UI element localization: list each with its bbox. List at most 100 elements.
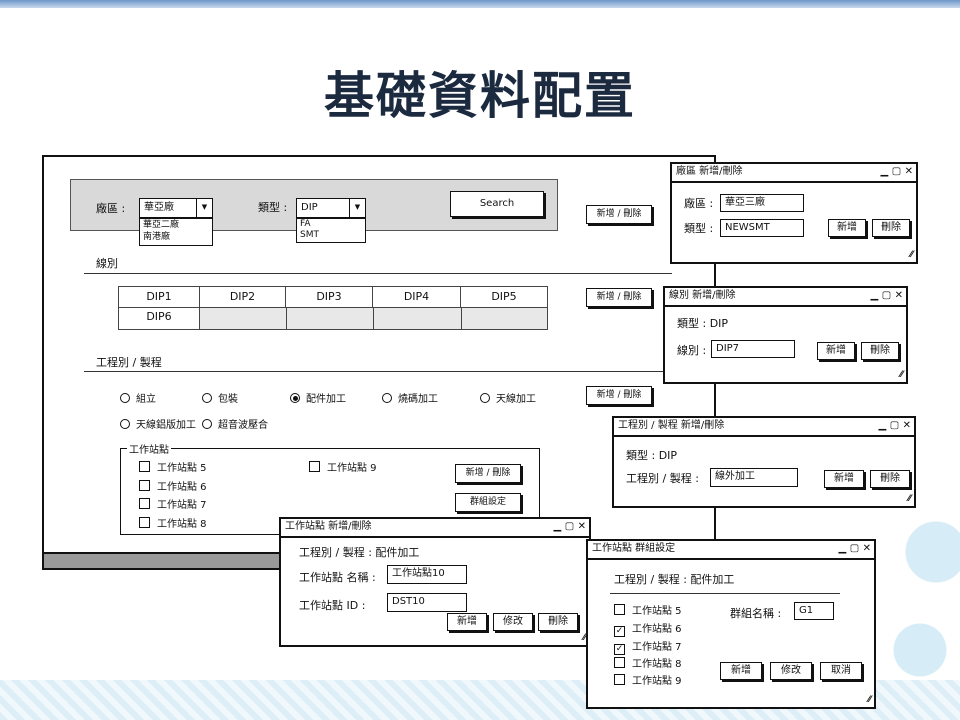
process-option[interactable]: 天線鋁版加工 bbox=[120, 416, 196, 431]
checkbox-icon[interactable] bbox=[139, 517, 150, 528]
type-text: 類型 : DIP bbox=[677, 317, 729, 330]
process-add-delete-button[interactable]: 新增 / 刪除 bbox=[586, 386, 652, 405]
top-accent-bar bbox=[0, 0, 960, 8]
chevron-down-icon[interactable]: ▼ bbox=[349, 199, 365, 217]
checkbox-icon[interactable] bbox=[309, 461, 320, 472]
station-group-legend: 工作站點 bbox=[127, 441, 171, 456]
resize-grip-icon[interactable]: ⁄⁄ bbox=[899, 370, 903, 380]
add-button[interactable]: 新增 bbox=[447, 613, 487, 631]
type-option[interactable]: SMT bbox=[300, 230, 319, 240]
process-option-label: 組立 bbox=[136, 394, 156, 405]
group-station-checkbox[interactable]: 工作站點 9 bbox=[614, 672, 682, 687]
process-option[interactable]: 配件加工 bbox=[290, 390, 346, 405]
search-button[interactable]: Search bbox=[450, 191, 544, 217]
checkbox-checked-icon[interactable]: ✓ bbox=[614, 644, 625, 655]
radio-icon[interactable] bbox=[202, 393, 212, 403]
process-option-label: 包裝 bbox=[218, 394, 238, 405]
process-option[interactable]: 超音波壓合 bbox=[202, 416, 268, 431]
resize-grip-icon[interactable]: ⁄⁄ bbox=[582, 633, 586, 643]
line-cell[interactable]: DIP1 bbox=[119, 287, 200, 307]
line-cell[interactable]: DIP6 bbox=[119, 307, 200, 329]
resize-grip-icon[interactable]: ⁄⁄ bbox=[907, 494, 911, 504]
window-controls-icon[interactable]: ▁ ▢ ✕ bbox=[870, 290, 903, 301]
add-button[interactable]: 新增 bbox=[824, 470, 864, 488]
type-select[interactable]: DIP ▼ bbox=[296, 198, 366, 218]
group-settings-button[interactable]: 群組設定 bbox=[455, 493, 521, 512]
window-controls-icon[interactable]: ▁ ▢ ✕ bbox=[880, 166, 913, 177]
line-cell[interactable]: DIP2 bbox=[200, 287, 286, 307]
station-id-input[interactable]: DST10 bbox=[387, 593, 467, 612]
station-name-input[interactable]: 工作站點10 bbox=[387, 565, 467, 584]
group-station-checkbox[interactable]: 工作站點 5 bbox=[614, 602, 682, 617]
type-option[interactable]: FA bbox=[300, 219, 311, 229]
cancel-button[interactable]: 取消 bbox=[820, 662, 862, 680]
type-label: 類型 : bbox=[258, 201, 288, 214]
station-label: 工作站點 7 bbox=[632, 642, 682, 653]
line-name-input[interactable]: DIP7 bbox=[711, 340, 795, 358]
radio-icon[interactable] bbox=[120, 393, 130, 403]
checkbox-icon[interactable] bbox=[614, 657, 625, 668]
factory-select-value: 華亞廠 bbox=[144, 202, 174, 213]
divider bbox=[84, 273, 672, 274]
group-station-checkbox[interactable]: ✓工作站點 6 bbox=[614, 620, 682, 637]
radio-icon[interactable] bbox=[120, 419, 130, 429]
edit-button[interactable]: 修改 bbox=[770, 662, 812, 680]
station-checkbox[interactable]: 工作站點 9 bbox=[309, 459, 377, 474]
resize-grip-icon[interactable]: ⁄⁄ bbox=[867, 695, 871, 705]
station-checkbox[interactable]: 工作站點 7 bbox=[139, 496, 207, 511]
checkbox-icon[interactable] bbox=[614, 604, 625, 615]
delete-button[interactable]: 刪除 bbox=[870, 470, 910, 488]
dialog-title: 廠區 新增/刪除 bbox=[672, 164, 916, 183]
checkbox-icon[interactable] bbox=[139, 480, 150, 491]
chevron-down-icon[interactable]: ▼ bbox=[196, 199, 212, 217]
delete-button[interactable]: 刪除 bbox=[872, 219, 910, 237]
process-option[interactable]: 燒碼加工 bbox=[382, 390, 438, 405]
station-label: 工作站點 9 bbox=[327, 463, 377, 474]
dialog-title: 工作站點 新增/刪除 bbox=[281, 519, 589, 538]
dialog-title: 工程別 / 製程 新增/刪除 bbox=[614, 418, 914, 437]
radio-icon[interactable] bbox=[202, 419, 212, 429]
station-group-box: 工作站點 工作站點 5 工作站點 6 工作站點 7 工作站點 8 工作站點 9 … bbox=[120, 441, 540, 535]
factory-select[interactable]: 華亞廠 ▼ bbox=[139, 198, 213, 218]
type-name-input[interactable]: NEWSMT bbox=[720, 219, 804, 237]
process-text: 工程別 / 製程 : 配件加工 bbox=[614, 573, 735, 586]
factory-option[interactable]: 華亞二廠 bbox=[143, 220, 180, 230]
factory-name-input[interactable]: 華亞三廠 bbox=[720, 194, 804, 212]
radio-icon[interactable] bbox=[382, 393, 392, 403]
checkbox-checked-icon[interactable]: ✓ bbox=[614, 626, 625, 637]
group-station-checkbox[interactable]: ✓ 工作站點 7 bbox=[614, 638, 682, 655]
factory-option[interactable]: 南港廠 bbox=[143, 232, 171, 242]
checkbox-icon[interactable] bbox=[614, 674, 625, 685]
window-controls-icon[interactable]: ▁ ▢ ✕ bbox=[553, 521, 586, 532]
window-controls-icon[interactable]: ▁ ▢ ✕ bbox=[838, 543, 871, 554]
station-checkbox[interactable]: 工作站點 5 bbox=[139, 459, 207, 474]
station-checkbox[interactable]: 工作站點 6 bbox=[139, 478, 207, 493]
line-cell[interactable]: DIP4 bbox=[373, 287, 461, 307]
window-controls-icon[interactable]: ▁ ▢ ✕ bbox=[878, 420, 911, 431]
process-option[interactable]: 包裝 bbox=[202, 390, 238, 405]
station-checkbox[interactable]: 工作站點 8 bbox=[139, 515, 207, 530]
station-add-delete-button[interactable]: 新增 / 刪除 bbox=[455, 464, 521, 483]
group-name-input[interactable]: G1 bbox=[794, 602, 834, 620]
add-button[interactable]: 新增 bbox=[817, 342, 855, 360]
factory-add-delete-button[interactable]: 新增 / 刪除 bbox=[586, 205, 652, 224]
resize-grip-icon[interactable]: ⁄⁄ bbox=[909, 250, 913, 260]
line-dialog: 線別 新增/刪除 ▁ ▢ ✕ 類型 : DIP 線別 : DIP7 新增 刪除 … bbox=[663, 286, 908, 384]
edit-button[interactable]: 修改 bbox=[493, 613, 533, 631]
process-name-input[interactable]: 線外加工 bbox=[710, 468, 798, 487]
line-cell[interactable]: DIP5 bbox=[491, 290, 517, 303]
delete-button[interactable]: 刪除 bbox=[538, 613, 578, 631]
radio-icon[interactable] bbox=[480, 393, 490, 403]
line-add-delete-button[interactable]: 新增 / 刪除 bbox=[586, 288, 652, 307]
checkbox-icon[interactable] bbox=[139, 461, 150, 472]
delete-button[interactable]: 刪除 bbox=[861, 342, 899, 360]
group-station-checkbox[interactable]: 工作站點 8 bbox=[614, 655, 682, 670]
process-option[interactable]: 天線加工 bbox=[480, 390, 536, 405]
add-button[interactable]: 新增 bbox=[828, 219, 866, 237]
process-option[interactable]: 組立 bbox=[120, 390, 156, 405]
radio-selected-icon[interactable] bbox=[290, 393, 300, 403]
checkbox-icon[interactable] bbox=[139, 498, 150, 509]
factory-label: 廠區 : bbox=[684, 197, 714, 210]
line-cell[interactable]: DIP3 bbox=[286, 287, 373, 307]
add-button[interactable]: 新增 bbox=[720, 662, 762, 680]
